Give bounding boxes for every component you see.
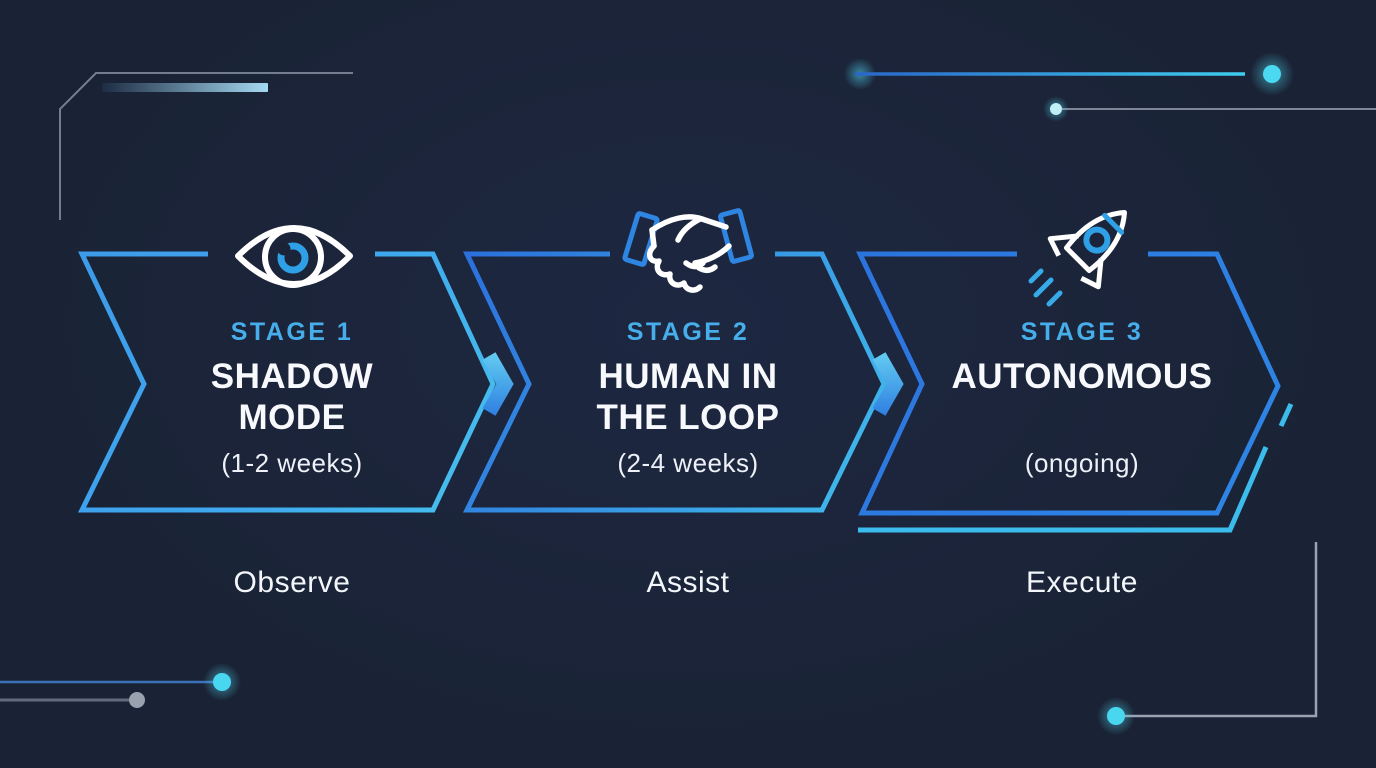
stage-1-duration: (1-2 weeks)	[221, 448, 363, 478]
decor-gradient-bar	[102, 83, 268, 92]
decor-corner-line	[1124, 542, 1318, 718]
decor-dot-cyan	[1107, 707, 1125, 725]
decor-top-left	[59, 72, 353, 220]
chevron-arrow-icon	[482, 352, 514, 416]
stage-3-card: STAGE 3 AUTONOMOUS (ongoing)	[922, 318, 1242, 479]
decor-bottom-right	[1097, 542, 1318, 735]
stage-2-outline	[462, 251, 887, 513]
stage-2-label: STAGE 2	[626, 318, 750, 346]
chevron-arrow-icon	[872, 352, 904, 416]
stage-1-title-line-2: MODE	[238, 398, 346, 437]
rocket-icon	[1028, 210, 1127, 307]
stage-1-title: SHADOW MODE	[132, 356, 452, 444]
stage-2-card: STAGE 2 HUMAN IN THE LOOP (2-4 weeks)	[528, 318, 848, 479]
stage-2-title-line-1: HUMAN IN	[598, 357, 778, 396]
decor-bottom-left	[0, 663, 241, 708]
stage-3-title-line-1: AUTONOMOUS	[951, 357, 1213, 396]
stage-1-verb: Observe	[233, 566, 351, 599]
stage-1-label: STAGE 1	[230, 318, 354, 346]
stage-3-verb: Execute	[1026, 566, 1138, 599]
stage-3-accent-line	[858, 446, 1269, 533]
decor-top-right	[844, 52, 1376, 122]
stage-2-title-line-2: THE LOOP	[596, 398, 780, 437]
decor-dot-cyan	[1263, 65, 1281, 83]
handshake-icon	[622, 208, 754, 293]
stage-3-accent-dash	[1278, 402, 1294, 428]
stage-2-duration: (2-4 weeks)	[617, 448, 759, 478]
stage-3-duration: (ongoing)	[1024, 448, 1140, 478]
stage-2-title: HUMAN IN THE LOOP	[528, 356, 848, 444]
rocket-speed-lines	[1028, 268, 1063, 307]
stage-1-card: STAGE 1 SHADOW MODE (1-2 weeks)	[132, 318, 452, 479]
stage-3-label: STAGE 3	[1020, 318, 1144, 346]
decor-dot-gray	[129, 692, 145, 708]
stage-3-outline	[856, 251, 1281, 516]
stage-1-outline	[77, 251, 496, 513]
decor-corner-line	[59, 72, 353, 220]
stage-1-title-line-1: SHADOW	[210, 357, 374, 396]
eye-icon	[235, 225, 353, 288]
stage-3-title: AUTONOMOUS	[922, 356, 1242, 444]
decor-dot-small	[1050, 103, 1062, 115]
decor-dot-cyan	[213, 673, 231, 691]
stage-2-verb: Assist	[646, 566, 730, 599]
